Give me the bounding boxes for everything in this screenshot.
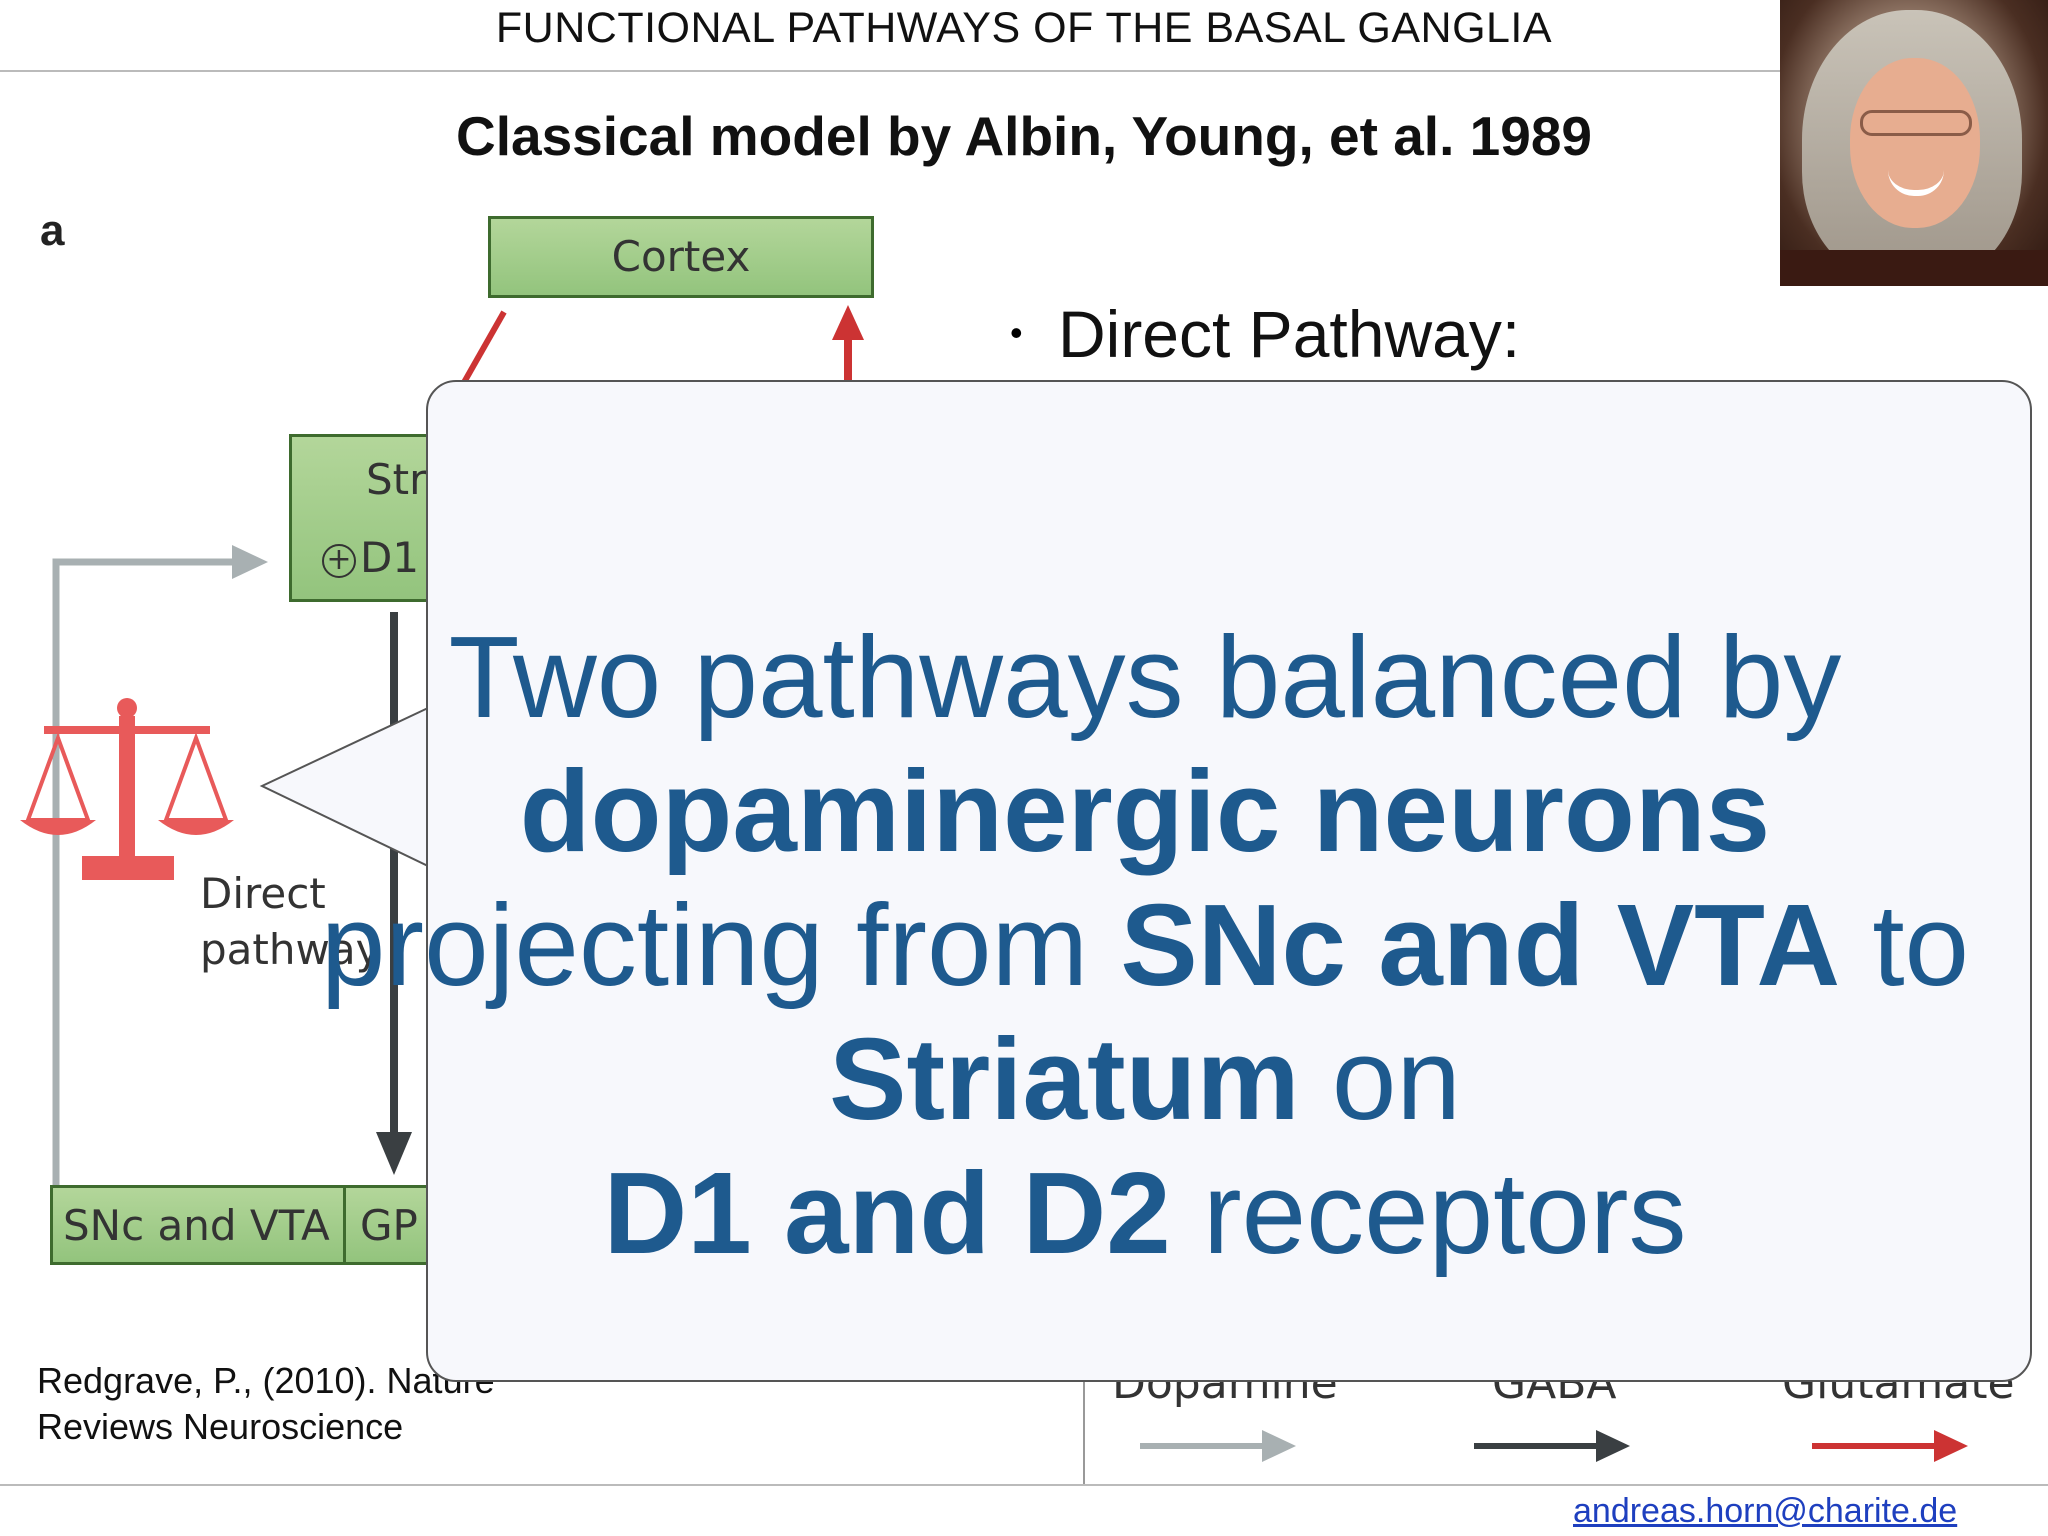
scales-icon (20, 698, 234, 880)
snc-vta-box: SNc and VTA (50, 1185, 346, 1265)
direct-pathway-label: Direct pathway (200, 869, 381, 974)
slide-title: FUNCTIONAL PATHWAYS OF THE BASAL GANGLIA (495, 4, 1553, 52)
slide-subtitle: Classical model by Albin, Young, et al. … (455, 105, 1592, 167)
bullet-direct-pathway: Direct Pathway: (1058, 297, 1521, 371)
title-divider (0, 70, 1780, 72)
dopamine-arrowhead (232, 545, 268, 579)
cortex-box: Cortex (488, 216, 874, 298)
direct-pathway-arrowhead (376, 1132, 412, 1175)
callout-text: Two pathways balanced by dopaminergic ne… (320, 612, 1970, 1278)
presenter-webcam (1780, 0, 2048, 286)
footer-divider (0, 1484, 2048, 1486)
striatum-label: Str (366, 455, 427, 504)
d1-receptor-label: +D1 (322, 533, 419, 582)
callout-box (426, 380, 2032, 1382)
plus-circle-icon: + (322, 543, 356, 578)
legend-divider (1083, 1330, 1085, 1486)
thalamus-to-cortex-arrowhead (832, 305, 864, 340)
citation: Redgrave, P., (2010). Nature Reviews Neu… (37, 1360, 495, 1447)
bullet-dot: • (1010, 312, 1023, 353)
email-link[interactable]: andreas.horn@charite.de (1573, 1492, 1958, 1530)
dopamine-arrow (52, 558, 250, 1185)
panel-letter: a (40, 206, 65, 255)
